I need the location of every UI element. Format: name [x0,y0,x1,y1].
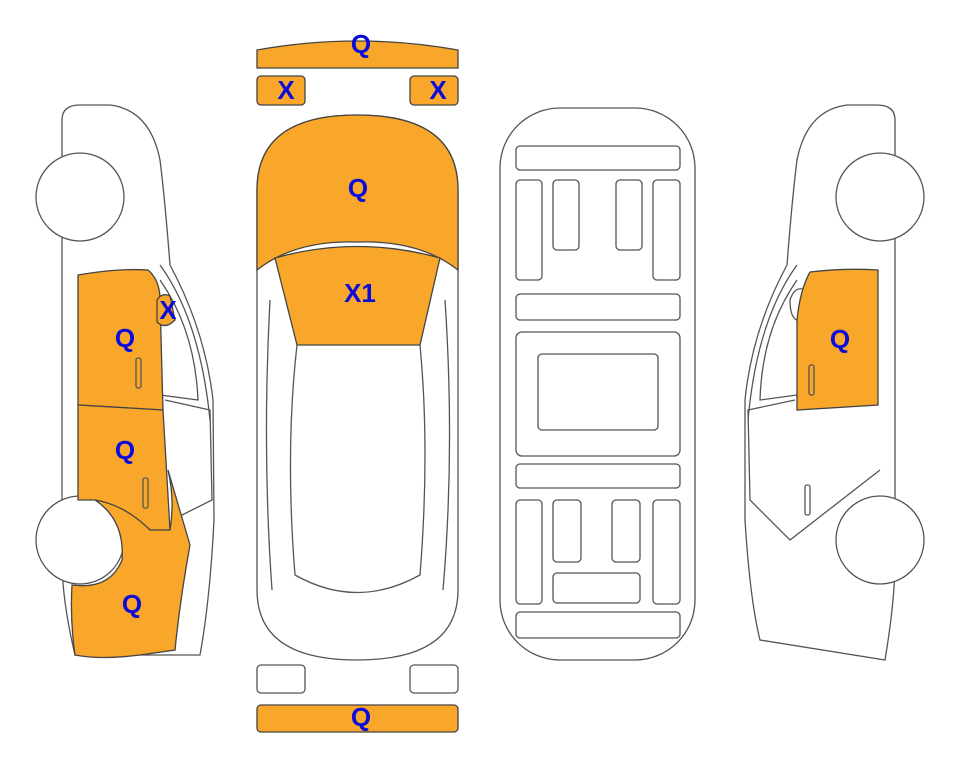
front-bumper-label: Q [351,29,371,59]
left-headlight-label: X [277,75,295,105]
hood-panel[interactable] [256,114,459,272]
front-bumper-panel[interactable] [256,40,459,69]
left-rear-door-label: Q [115,435,135,465]
right-front-door-panel[interactable] [796,268,879,411]
windshield-panel[interactable] [274,245,441,346]
left-front-door-label: Q [115,323,135,353]
left-mirror-panel[interactable] [156,294,176,327]
right-front-door-label: Q [830,324,850,354]
right-headlight-panel[interactable] [409,75,459,106]
right-front-wheel [835,152,925,242]
underside-view [499,107,696,661]
windshield-label: X1 [344,278,376,308]
underside-outline [499,107,696,661]
right-side-view: Q [744,104,925,661]
left-taillight [256,664,306,694]
right-headlight-label: X [429,75,447,105]
left-mirror-label: X [159,295,177,325]
rear-bumper-panel[interactable] [256,704,459,733]
hood-label: Q [348,173,368,203]
left-front-wheel [35,152,125,242]
left-rear-quarter-panel[interactable] [70,469,191,659]
left-rear-quarter-label: Q [122,589,142,619]
left-side-view: Q X Q Q [35,104,215,659]
rear-bumper-label: Q [351,702,371,732]
left-headlight-panel[interactable] [256,75,306,106]
right-taillight [409,664,459,694]
top-view: Q X X Q X1 Q [256,29,459,733]
right-rear-wheel [835,495,925,585]
